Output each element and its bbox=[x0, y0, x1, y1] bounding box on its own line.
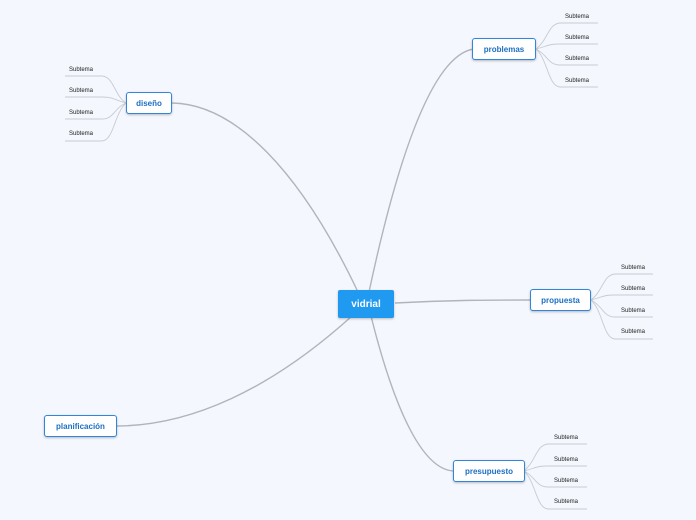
branch-propuesta bbox=[394, 299, 532, 304]
subtopic-diseno-1[interactable]: Subtema bbox=[69, 67, 94, 73]
leaf-line-problemas-3 bbox=[535, 48, 598, 66]
subtopic-diseno-2[interactable]: Subtema bbox=[69, 88, 94, 94]
subtopic-presupuesto-1[interactable]: Subtema bbox=[554, 435, 579, 441]
leaf-line-diseno-3 bbox=[65, 102, 127, 120]
branch-planificacion bbox=[115, 315, 353, 427]
topic-propuesta[interactable]: propuesta bbox=[530, 289, 591, 311]
leaf-line-propuesta-2 bbox=[590, 294, 653, 301]
topic-planificacion[interactable]: planificación bbox=[44, 415, 117, 437]
subtopic-problemas-3[interactable]: Subtema bbox=[565, 56, 590, 62]
leaf-line-presupuesto-2 bbox=[523, 465, 587, 472]
leaf-line-propuesta-3 bbox=[590, 299, 653, 318]
leaf-line-problemas-4 bbox=[535, 48, 598, 88]
leaf-line-propuesta-4 bbox=[590, 299, 653, 340]
leaf-line-diseno-4 bbox=[65, 102, 127, 142]
subtopic-presupuesto-3[interactable]: Subtema bbox=[554, 478, 579, 484]
branch-problemas bbox=[368, 48, 475, 293]
leaf-line-propuesta-1 bbox=[590, 273, 653, 301]
topic-diseno[interactable]: diseño bbox=[126, 92, 172, 114]
central-topic[interactable]: vidrial bbox=[338, 290, 394, 318]
subtopic-problemas-1[interactable]: Subtema bbox=[565, 14, 590, 20]
subtopic-presupuesto-4[interactable]: Subtema bbox=[554, 499, 579, 505]
leaf-line-presupuesto-3 bbox=[523, 470, 587, 488]
subtopic-diseno-4[interactable]: Subtema bbox=[69, 131, 94, 137]
subtopic-propuesta-2[interactable]: Subtema bbox=[621, 286, 646, 292]
topic-problemas[interactable]: problemas bbox=[472, 38, 536, 60]
subtopic-problemas-4[interactable]: Subtema bbox=[565, 78, 590, 84]
leaf-line-diseno-2 bbox=[65, 96, 127, 104]
leaf-line-diseno-1 bbox=[65, 75, 127, 104]
branch-presupuesto bbox=[370, 315, 455, 472]
leaf-line-presupuesto-4 bbox=[523, 470, 587, 510]
subtopic-propuesta-4[interactable]: Subtema bbox=[621, 329, 646, 335]
leaf-line-problemas-1 bbox=[535, 22, 598, 50]
leaf-line-presupuesto-1 bbox=[523, 443, 587, 472]
subtopic-problemas-2[interactable]: Subtema bbox=[565, 35, 590, 41]
topic-presupuesto[interactable]: presupuesto bbox=[453, 460, 525, 482]
subtopic-propuesta-3[interactable]: Subtema bbox=[621, 308, 646, 314]
leaf-line-problemas-2 bbox=[535, 43, 598, 50]
subtopic-propuesta-1[interactable]: Subtema bbox=[621, 265, 646, 271]
subtopic-diseno-3[interactable]: Subtema bbox=[69, 110, 94, 116]
branch-diseno bbox=[171, 102, 359, 293]
subtopic-presupuesto-2[interactable]: Subtema bbox=[554, 457, 579, 463]
